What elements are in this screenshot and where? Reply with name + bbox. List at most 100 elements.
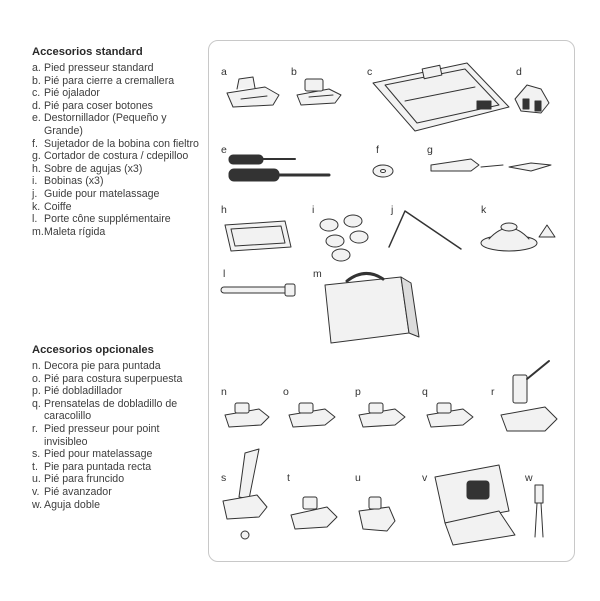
label-n: n	[221, 386, 227, 398]
standard-accessory-item-letter: h.	[32, 162, 41, 175]
label-q: q	[422, 386, 428, 398]
optional-accessory-item: u.Pié para fruncido	[32, 473, 204, 486]
rolled-hem-foot-image	[426, 402, 474, 428]
hard-case-image	[324, 272, 420, 344]
standard-accessory-item-letter: e.	[32, 112, 41, 125]
label-o: o	[283, 386, 289, 398]
walking-quilting-foot-image	[222, 448, 268, 540]
optional-accessory-item-text: Prensatelas de dobladillo de caracolillo	[44, 397, 178, 423]
label-k: k	[481, 204, 487, 216]
optional-accessory-item-text: Pié avanzador	[44, 485, 112, 498]
optional-accessory-item: q.Prensatelas de dobladillo de caracolil…	[32, 398, 204, 423]
optional-accessory-item-letter: v.	[32, 485, 40, 498]
blind-hem-foot-image	[500, 360, 558, 432]
straight-stitch-foot-image	[290, 496, 338, 530]
label-i: i	[312, 204, 314, 216]
standard-accessory-item: a.Pied presseur standard	[32, 62, 204, 75]
felt-spool-holder-image	[372, 164, 394, 178]
standard-accessory-item-text: Sobre de agujas (x3)	[44, 162, 143, 175]
label-w: w	[524, 472, 533, 484]
accessories-illustration-panel: a b c d e f g h i j k l m n o p q r s t …	[208, 40, 575, 562]
optional-accessory-item: n.Decora pie para puntada	[32, 360, 204, 373]
label-c: c	[367, 66, 372, 78]
label-f: f	[376, 144, 379, 156]
standard-accessory-item-letter: a.	[32, 62, 41, 74]
standard-accessory-item: b.Pié para cierre a cremallera	[32, 75, 204, 88]
standard-accessory-item: f. Sujetador de la bobina con fieltro	[32, 138, 204, 151]
standard-accessory-item-text: Coiffe	[44, 200, 72, 213]
label-l: l	[223, 268, 225, 280]
standard-accessory-item-letter: d.	[32, 99, 41, 112]
optional-accessory-item: v. Pié avanzador	[32, 486, 204, 499]
walking-foot-image	[434, 464, 516, 546]
standard-accessory-item-letter: c.	[32, 87, 41, 100]
label-u: u	[355, 472, 361, 484]
seam-ripper-image	[430, 158, 552, 172]
hemmer-foot-image	[358, 402, 406, 428]
standard-accessory-item: k.Coiffe	[32, 201, 204, 214]
optional-accessory-item: s.Pied pour matelassage	[32, 448, 204, 461]
label-r: r	[491, 386, 495, 398]
label-h: h	[221, 204, 227, 216]
optional-accessory-item-letter: q.	[32, 397, 41, 410]
optional-accessory-item-letter: s.	[32, 448, 41, 461]
gathering-foot-image	[358, 496, 396, 532]
standard-accessory-item-text: Guide pour matelassage	[44, 187, 160, 200]
label-g: g	[427, 144, 433, 156]
optional-accessory-item-text: Pied presseur pour point invisibleo	[44, 422, 160, 448]
standard-accessory-item-letter: l.	[32, 213, 38, 226]
standard-accessories-title: Accesorios standard	[32, 46, 143, 58]
label-b: b	[291, 66, 297, 78]
overedge-foot-image	[288, 402, 336, 428]
bobbins-image	[319, 214, 369, 262]
screwdrivers-image	[228, 154, 331, 182]
optional-accessories-title: Accesorios opcionales	[32, 344, 154, 356]
twin-needle-image	[534, 484, 544, 538]
standard-accessory-item: j.Guide pour matelassage	[32, 188, 204, 201]
standard-accessory-item-letter: f.	[32, 137, 38, 150]
label-v: v	[422, 472, 428, 484]
optional-accessory-item: t. Pie para puntada recta	[32, 461, 204, 474]
optional-accessory-item-text: Pié dobladillador	[44, 385, 123, 398]
label-e: e	[221, 144, 227, 156]
standard-accessory-item-text: Pié para cierre a cremallera	[44, 74, 175, 87]
optional-accessory-item-text: Pié para costura superpuesta	[44, 372, 183, 385]
spool-cap-image	[480, 222, 556, 252]
optional-accessory-item-letter: o.	[32, 372, 41, 385]
button-foot-image	[514, 84, 550, 114]
standard-accessory-item-text: Pié para coser botones	[44, 99, 153, 112]
optional-accessory-item: o.Pié para costura superpuesta	[32, 373, 204, 386]
optional-accessory-item-letter: n.	[32, 360, 41, 372]
label-d: d	[516, 66, 522, 78]
optional-accessory-item: r. Pied presseur pour point invisibleo	[32, 423, 204, 448]
buttonhole-foot-image	[372, 62, 510, 132]
needle-envelope-image	[224, 220, 292, 252]
standard-accessory-item: e.Destornillador (Pequeño y Grande)	[32, 112, 204, 137]
standard-accessory-item: h.Sobre de agujas (x3)	[32, 163, 204, 176]
accessories-illustration: a b c d e f g h i j k l m n o p q r s t …	[220, 62, 558, 546]
optional-accessory-item-text: Decora pie para puntada	[44, 360, 161, 372]
optional-accessory-item: p.Pié dobladillador	[32, 385, 204, 398]
optional-accessory-item-letter: u.	[32, 473, 41, 486]
optional-accessory-item-text: Aguja doble	[44, 498, 100, 511]
optional-accessory-item-letter: p.	[32, 385, 41, 398]
standard-accessory-item-text: Sujetador de la bobina con fieltro	[44, 137, 199, 150]
standard-accessory-item-letter: b.	[32, 74, 41, 87]
standard-accessory-item: m.Maleta rígida	[32, 226, 204, 239]
label-p: p	[355, 386, 361, 398]
optional-accessory-item-text: Pie para puntada recta	[44, 460, 152, 473]
standard-accessory-item-text: Pié ojalador	[44, 87, 100, 100]
standard-accessory-item-text: Cortador de costura / cdepilloo	[44, 150, 189, 163]
standard-accessory-item-letter: i.	[32, 175, 38, 188]
zipper-foot-image	[296, 78, 342, 106]
standard-accessory-item-text: Porte cône supplémentaire	[44, 213, 171, 226]
standard-accessory-item: l. Porte cône supplémentaire	[32, 213, 204, 226]
standard-accessory-item-text: Maleta rígida	[44, 225, 106, 238]
optional-accessory-item-letter: r.	[32, 422, 38, 435]
optional-accessory-item-letter: t.	[32, 460, 38, 473]
optional-accessory-item-text: Pied pour matelassage	[44, 448, 153, 461]
standard-accessory-item: c.Pié ojalador	[32, 87, 204, 100]
label-s: s	[221, 472, 226, 484]
